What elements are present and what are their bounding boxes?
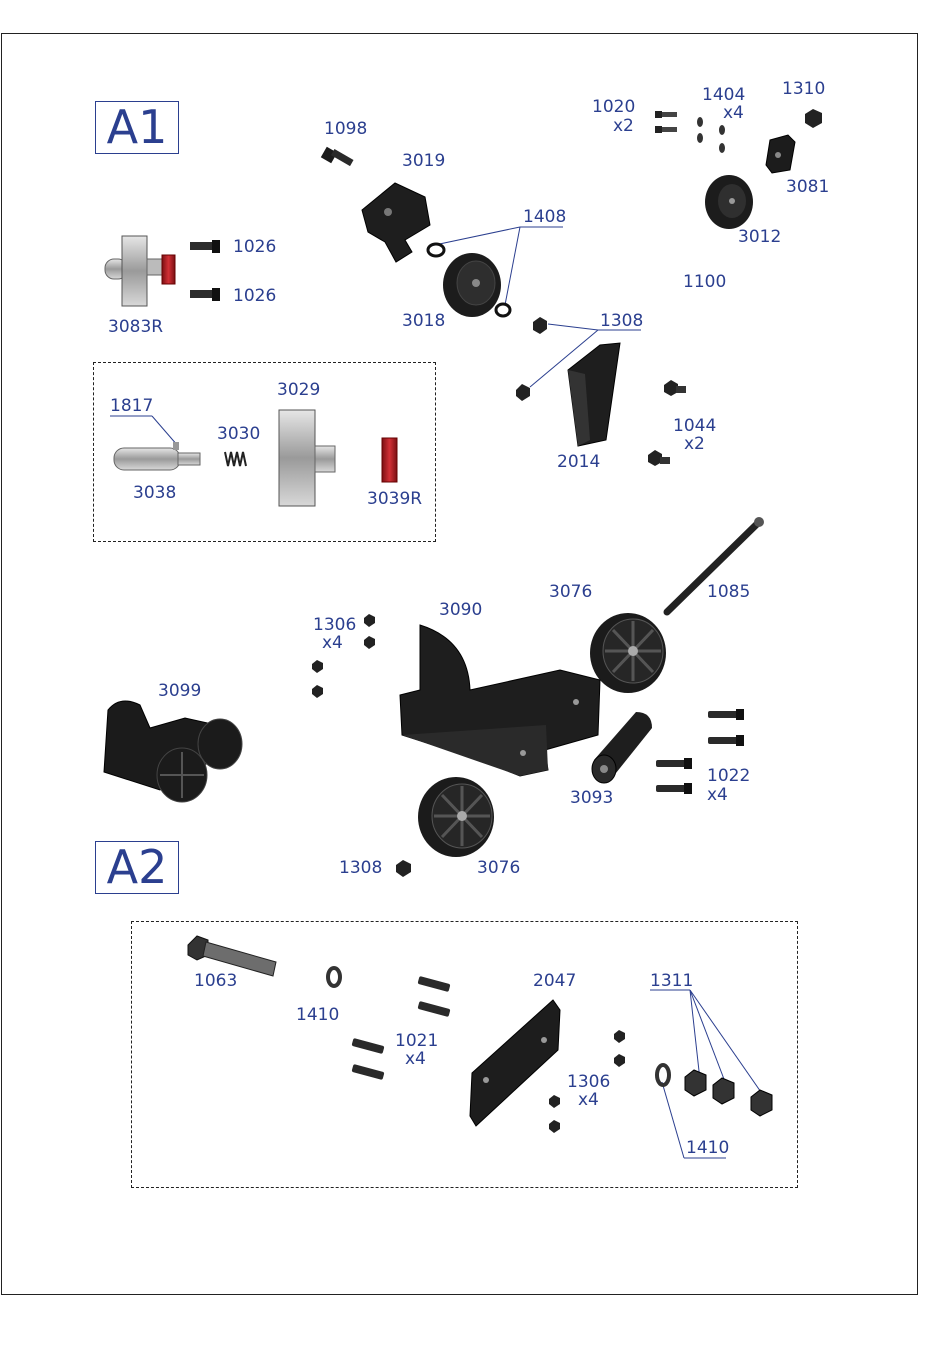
label-1020: 1020 [592,98,635,117]
label-1410-a: 1410 [296,1006,339,1025]
label-1310: 1310 [782,80,825,99]
label-1100: 1100 [683,273,726,292]
part-3081-block [766,135,795,173]
label-1306-a2-qty: x4 [578,1091,599,1110]
label-3029: 3029 [277,381,320,400]
part-3012-pulley [705,175,753,229]
part-1404-washers [697,117,725,153]
label-3081: 3081 [786,178,829,197]
part-1020-screws [655,111,677,133]
label-3076-top: 3076 [549,583,592,602]
label-1308: 1308 [600,312,643,331]
part-1021-screws [352,976,451,1080]
label-1063: 1063 [194,972,237,991]
label-1020-qty: x2 [613,117,634,136]
part-2014-bracket [568,343,620,446]
label-1085: 1085 [707,583,750,602]
part-3038-pin [114,442,200,470]
part-3083r-assembly [105,236,175,306]
label-1311: 1311 [650,972,693,991]
part-1310-nut [805,109,822,128]
label-1308-b: 1308 [339,859,382,878]
label-3012: 3012 [738,228,781,247]
label-1026-a: 1026 [233,238,276,257]
label-1021-qty: x4 [405,1050,426,1069]
label-1306-qty: x4 [322,634,343,653]
label-3019: 3019 [402,152,445,171]
label-1408: 1408 [523,208,566,227]
label-3076-bottom: 3076 [477,859,520,878]
label-1817: 1817 [110,397,153,416]
label-1404-qty: x4 [723,104,744,123]
label-3090: 3090 [439,601,482,620]
part-1311-nuts [685,1070,772,1116]
label-1410-b: 1410 [686,1139,729,1158]
label-2014: 2014 [557,453,600,472]
label-3038: 3038 [133,484,176,503]
label-1022: 1022 [707,767,750,786]
part-1026-screws [190,240,220,301]
part-3030-spring [225,452,246,466]
part-1098-bolt [321,147,354,166]
part-3093-roller [592,712,652,783]
part-3029-block [279,410,335,506]
label-3030: 3030 [217,425,260,444]
part-1308-nut-bottom [396,860,411,877]
part-3039r-roller [382,438,397,482]
part-3099-assembly [104,701,242,802]
label-1022-qty: x4 [707,786,728,805]
label-3099: 3099 [158,682,201,701]
label-3039r: 3039R [367,490,422,509]
label-3018: 3018 [402,312,445,331]
part-2047-plate [470,1000,560,1126]
part-3019-bracket [362,183,430,262]
label-1098: 1098 [324,120,367,139]
part-3018-pulley [443,253,501,317]
label-3093: 3093 [570,789,613,808]
part-3076-wheel-top [590,613,666,693]
label-3083r: 3083R [108,318,163,337]
part-1308-nuts [516,317,547,401]
part-1410-washer-a [328,968,340,986]
label-1026-b: 1026 [233,287,276,306]
part-3076-wheel-bottom [418,777,494,857]
part-3090-frame [400,625,600,776]
part-1410-washer-b [657,1065,669,1085]
label-1044-qty: x2 [684,435,705,454]
part-1063-bolt [188,936,276,976]
label-2047: 2047 [533,972,576,991]
